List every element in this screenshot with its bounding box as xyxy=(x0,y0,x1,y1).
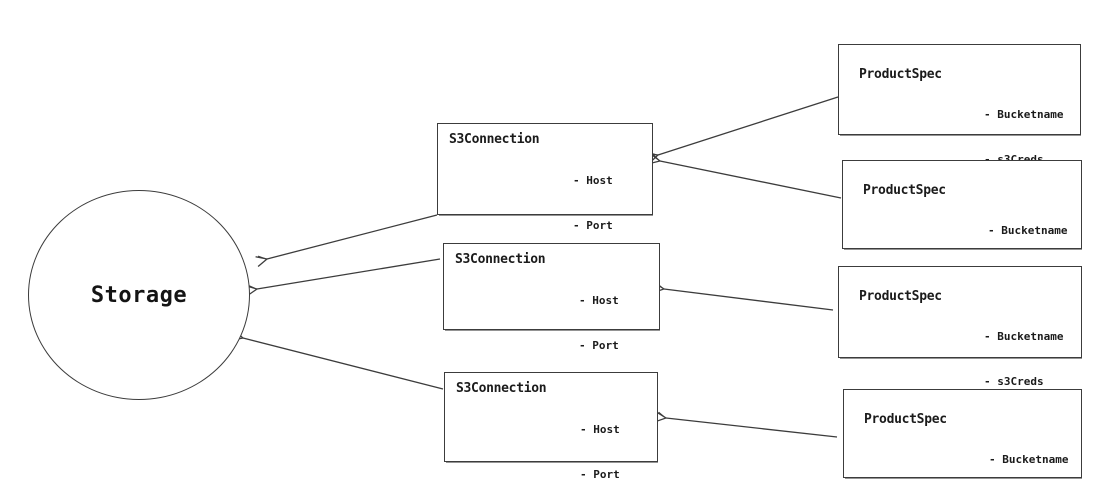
productspec-node-3-title: ProductSpec xyxy=(859,289,942,304)
attribute-bucketname: - Bucketname xyxy=(984,108,1064,121)
storage-node: Storage xyxy=(28,190,250,400)
attribute-host: - Host xyxy=(573,174,613,187)
s3connection-node-2: S3Connection - Host - Port - TLS xyxy=(443,243,660,397)
productspec-node-3: ProductSpec - Bucketname - s3Creds xyxy=(838,266,1082,388)
attribute-s3creds: - s3Creds xyxy=(984,375,1044,388)
attribute-bucketname: - Bucketname xyxy=(984,330,1064,343)
s3connection-node-2-title: S3Connection xyxy=(455,252,546,267)
storage-label: Storage xyxy=(90,282,188,308)
s3connection-node-1: S3Connection - Host - Port - TLS xyxy=(437,123,653,277)
arrow-s3connection-3-to-storage xyxy=(231,330,444,390)
s3connection-node-3-title: S3Connection xyxy=(456,381,547,396)
arrow-productspec-3-to-s3connection-2 xyxy=(652,282,834,311)
attribute-host: - Host xyxy=(580,423,620,436)
productspec-node-4: ProductSpec - Bucketname - s3Creds xyxy=(843,389,1082,478)
s3connection-node-1-title: S3Connection xyxy=(449,132,540,147)
arrow-productspec-4-to-s3connection-3 xyxy=(654,411,838,438)
attribute-port: - Port xyxy=(580,468,620,481)
productspec-node-1: ProductSpec - Bucketname - s3Creds xyxy=(838,44,1081,166)
attribute-bucketname: - Bucketname xyxy=(989,453,1069,466)
arrow-productspec-2-to-s3connection-1 xyxy=(648,153,842,199)
productspec-node-4-title: ProductSpec xyxy=(864,412,947,427)
attribute-port: - Port xyxy=(579,339,619,352)
s3connection-node-3-attributes: - Host - Port - TLS xyxy=(580,392,620,493)
attribute-port: - Port xyxy=(573,219,613,232)
arrow-s3connection-2-to-storage xyxy=(245,258,441,297)
attribute-host: - Host xyxy=(579,294,619,307)
attribute-bucketname: - Bucketname xyxy=(988,224,1068,237)
productspec-node-1-title: ProductSpec xyxy=(859,67,942,82)
productspec-node-3-attributes: - Bucketname - s3Creds xyxy=(984,299,1063,419)
arrow-productspec-1-to-s3connection-1 xyxy=(646,96,839,164)
productspec-node-2: ProductSpec - Bucketname - s3Creds xyxy=(842,160,1082,282)
s3connection-node-3: S3Connection - Host - Port - TLS xyxy=(444,372,658,481)
productspec-node-4-attributes: - Bucketname - s3Creds xyxy=(989,422,1068,493)
productspec-node-2-title: ProductSpec xyxy=(863,183,946,198)
arrow-s3connection-1-to-storage xyxy=(255,214,438,267)
